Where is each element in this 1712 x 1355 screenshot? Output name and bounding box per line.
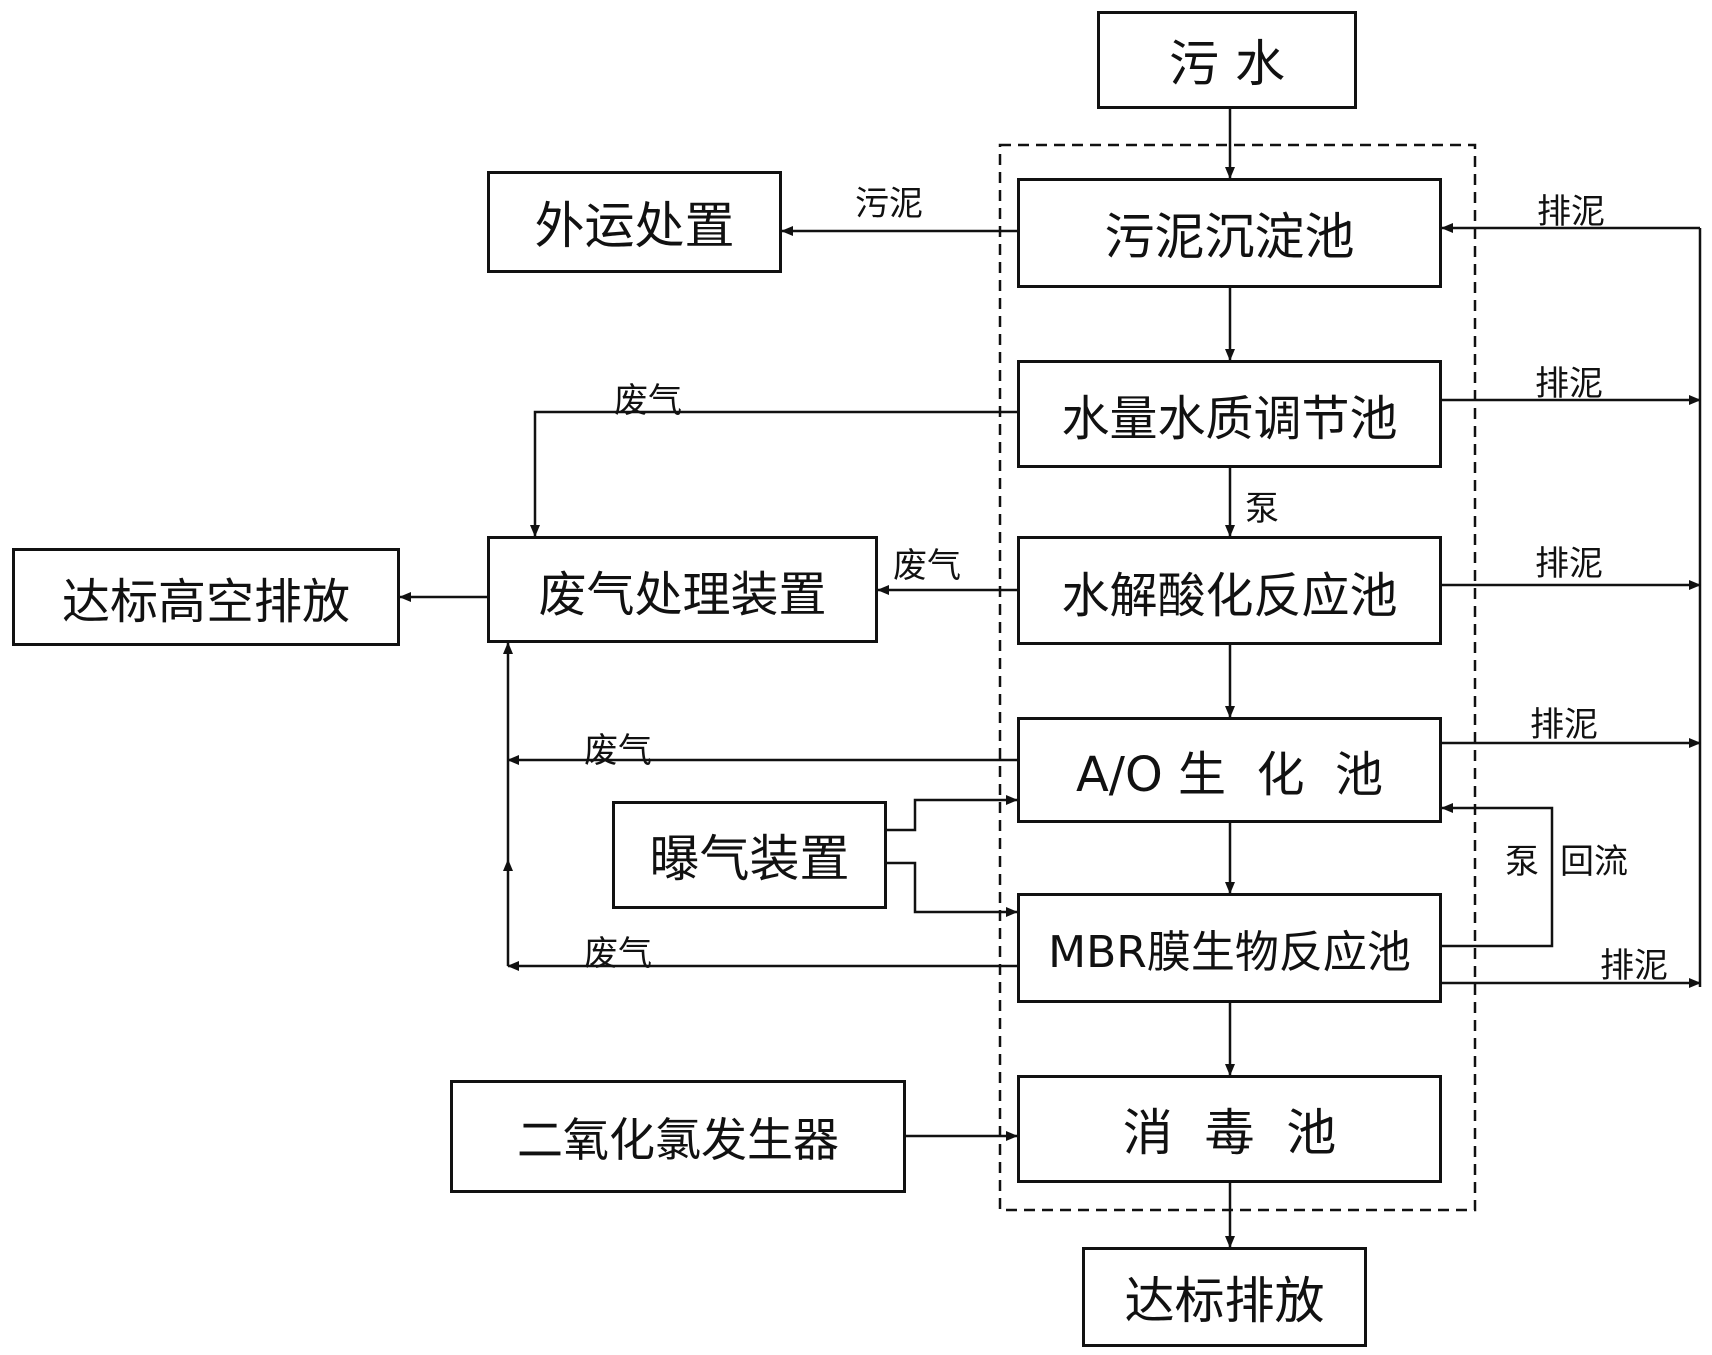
node-hydrolysis-acidification-tank: 水解酸化反应池: [1017, 536, 1442, 645]
node-offsite-disposal: 外运处置: [487, 171, 782, 273]
node-equalization-tank: 水量水质调节池: [1017, 360, 1442, 468]
node-sludge-settling-tank-label: 污泥沉淀池: [1104, 208, 1355, 266]
label-sludge: 污泥: [855, 184, 923, 224]
label-waste-gas-1: 废气: [614, 381, 682, 421]
node-high-altitude-discharge-label: 达标高空排放: [61, 574, 350, 630]
node-waste-gas-treatment-label: 废气处理装置: [538, 566, 827, 623]
node-aeration-device: 曝气装置: [612, 801, 887, 909]
node-chlorine-dioxide-generator: 二氧化氯发生器: [450, 1080, 906, 1193]
node-sewage-label: 污 水: [1169, 35, 1285, 93]
node-hydrolysis-acidification-tank-label: 水解酸化反应池: [1061, 567, 1398, 624]
label-pump-2: 泵: [1505, 842, 1539, 882]
treatment-system-boundary: [998, 143, 1477, 1212]
node-sewage: 污 水: [1097, 11, 1357, 109]
aeration-to-mbr: [887, 861, 1018, 917]
node-aeration-device-label: 曝气装置: [649, 830, 850, 888]
node-ao-biochemical-tank-label: A/O 生 化 池: [1075, 747, 1384, 803]
node-disinfection-tank: 消 毒 池: [1017, 1075, 1442, 1183]
node-equalization-tank-label: 水量水质调节池: [1061, 391, 1398, 447]
node-sludge-settling-tank: 污泥沉淀池: [1017, 178, 1442, 288]
label-reflux: 回流: [1560, 842, 1628, 882]
label-sludge-discharge-3: 排泥: [1535, 544, 1603, 584]
label-waste-gas-2: 废气: [893, 546, 961, 586]
node-offsite-disposal-label: 外运处置: [534, 197, 735, 255]
node-chlorine-dioxide-generator-label: 二氧化氯发生器: [517, 1112, 839, 1167]
reflux-loop: [1441, 803, 1554, 948]
label-sludge-discharge-4: 排泥: [1530, 705, 1598, 745]
waste-gas-equalization: [530, 410, 1017, 537]
label-waste-gas-3: 废气: [584, 731, 652, 771]
label-sludge-discharge-5: 排泥: [1600, 946, 1668, 986]
node-compliant-discharge: 达标排放: [1082, 1247, 1367, 1347]
connectors: [399, 108, 1702, 1248]
label-waste-gas-4: 废气: [584, 934, 652, 974]
node-disinfection-tank-label: 消 毒 池: [1122, 1104, 1337, 1162]
aeration-to-ao: [887, 795, 1018, 832]
node-compliant-discharge-label: 达标排放: [1124, 1272, 1325, 1330]
node-mbr-tank: MBR膜生物反应池: [1017, 893, 1442, 1003]
node-mbr-tank-label: MBR膜生物反应池: [1048, 927, 1411, 978]
node-ao-biochemical-tank: A/O 生 化 池: [1017, 717, 1442, 823]
node-waste-gas-treatment: 废气处理装置: [487, 536, 878, 643]
label-sludge-discharge-1: 排泥: [1537, 192, 1605, 232]
label-sludge-discharge-2: 排泥: [1535, 364, 1603, 404]
node-high-altitude-discharge: 达标高空排放: [12, 548, 400, 646]
label-pump-1: 泵: [1245, 489, 1279, 529]
